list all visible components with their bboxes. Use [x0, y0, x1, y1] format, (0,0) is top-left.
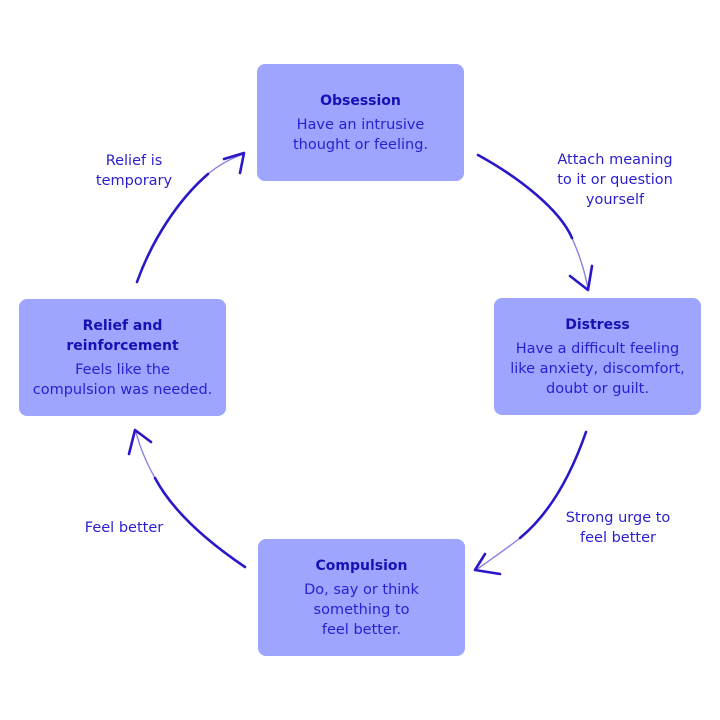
arrow-compulsion-to-relief: [127, 428, 247, 569]
node-relief-and-reinforcement: Relief and reinforcement Feels like the …: [19, 299, 226, 416]
edge-label-strong-urge: Strong urge to feel better: [565, 510, 671, 546]
node-distress: Distress Have a difficult feeling like a…: [494, 298, 701, 415]
arrow-shaft-faint: [571, 237, 589, 290]
arrow-shaft-faint: [135, 431, 156, 479]
node-body: Feels like the compulsion was needed.: [32, 361, 213, 398]
edge-label-attach-meaning: Attach meaning to it or question yoursel…: [557, 152, 673, 208]
node-title: Compulsion: [315, 557, 408, 574]
node-body: Have a difficult feeling like anxiety, d…: [510, 340, 685, 397]
arrow-head: [568, 264, 594, 292]
node-body: Do, say or think something to feel bette…: [304, 581, 419, 638]
arrow-head: [222, 151, 246, 175]
arrow-shaft-faint: [207, 153, 245, 175]
arrow-head: [127, 428, 153, 456]
node-compulsion: Compulsion Do, say or think something to…: [258, 539, 465, 656]
arrow-shaft-faint: [475, 537, 521, 571]
arrow-head: [473, 552, 502, 576]
node-title: Obsession: [320, 92, 401, 109]
node-obsession: Obsession Have an intrusive thought or f…: [257, 64, 464, 181]
node-title: Distress: [565, 316, 630, 333]
edge-label-feel-better: Feel better: [84, 520, 164, 536]
arrow-distress-to-compulsion: [473, 430, 588, 576]
node-body: Have an intrusive thought or feeling.: [292, 116, 429, 153]
node-title: Relief and reinforcement: [66, 317, 179, 354]
edge-label-relief-temporary: Relief is temporary: [95, 153, 173, 189]
